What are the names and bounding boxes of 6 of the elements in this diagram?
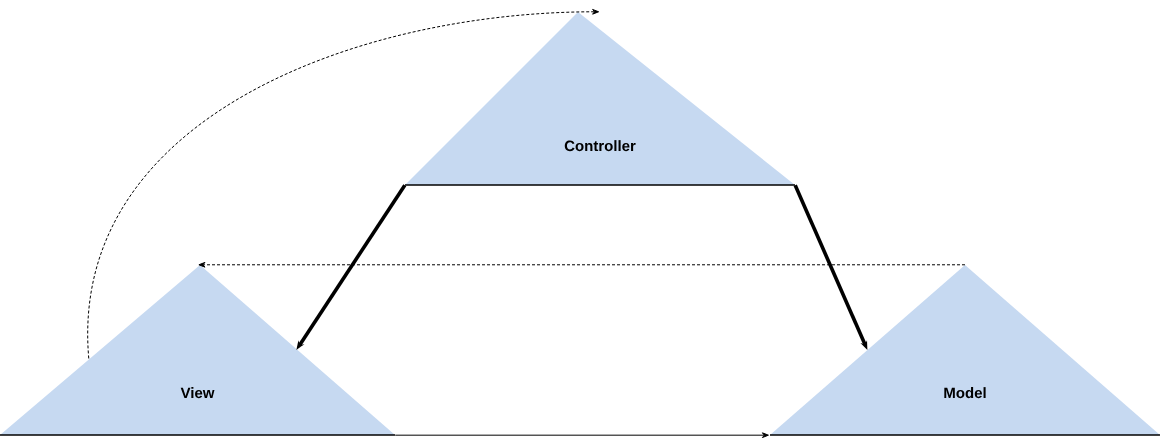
arrow bbox=[88, 8, 600, 359]
triangle: Controller bbox=[404, 12, 796, 186]
arrow bbox=[394, 432, 769, 438]
triangle: Model bbox=[769, 265, 1160, 436]
arrow bbox=[198, 261, 966, 268]
triangle: View bbox=[0, 265, 396, 436]
